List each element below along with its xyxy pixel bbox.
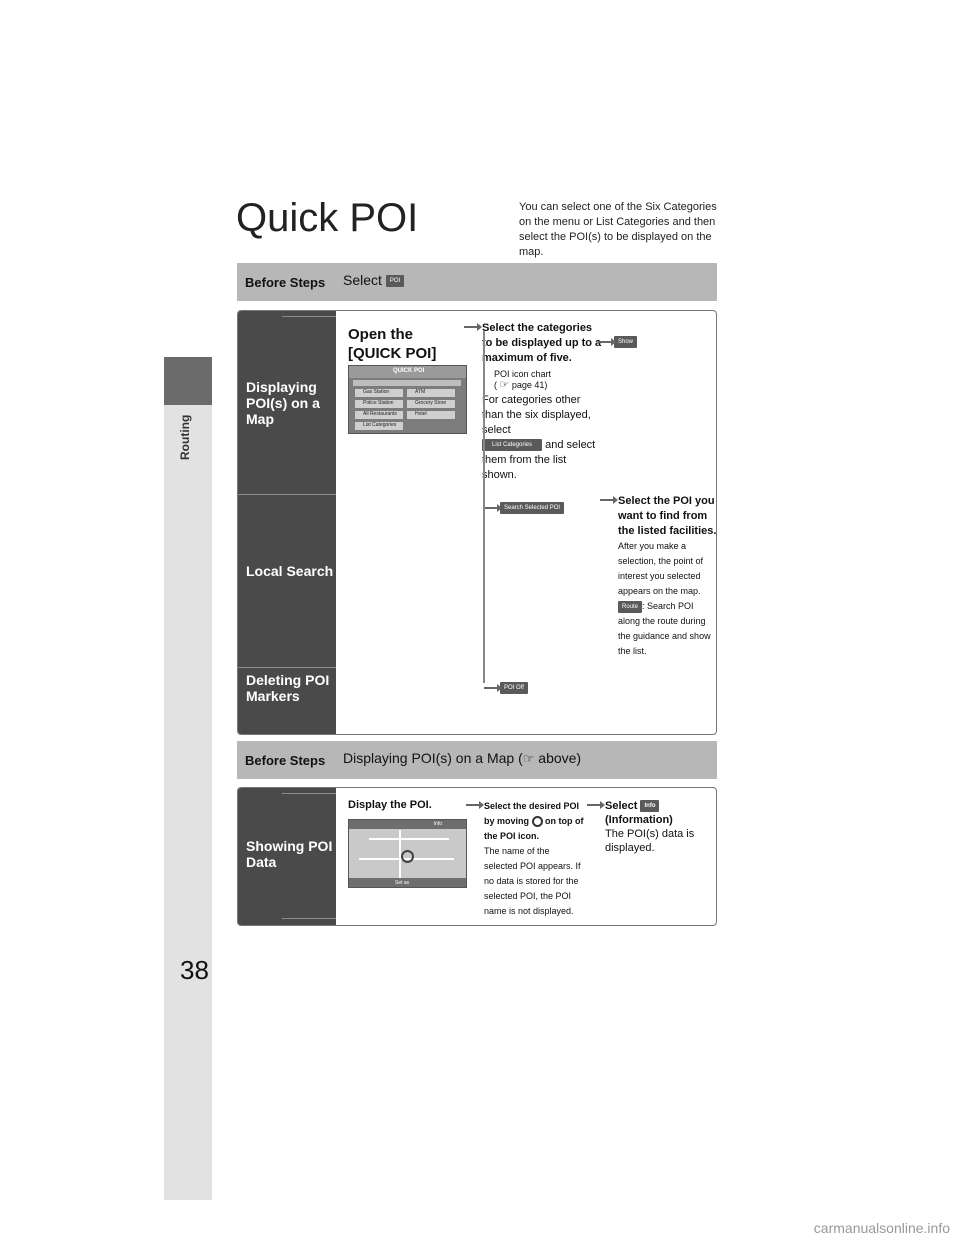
section-displaying: Displaying POI(s) on a Map — [246, 379, 320, 427]
search-selected-step: Search Selected POI — [484, 499, 565, 517]
quick-poi-screenshot: QUICK POI Gas Station ATM Police Station… — [348, 365, 467, 434]
select-poi-text: Select the POI you want to find from the… — [618, 495, 717, 537]
search-selected-button-icon: Search Selected POI — [500, 501, 565, 514]
show-step: Show — [598, 333, 638, 351]
cursor-icon — [401, 850, 414, 863]
select-info-step: Select Info (Information) The POI(s) dat… — [587, 799, 705, 855]
poi-data-displayed-text: The POI(s) data is displayed. — [605, 828, 695, 854]
poi-off-button-icon: POI Off — [500, 681, 528, 694]
screen-set-as-label: Set as — [395, 880, 410, 886]
screen-item: Police Station — [355, 400, 403, 408]
local-note: After you make a selection, the point of… — [618, 541, 704, 596]
show-poi-data-panel: Showing POI Data Display the POI. Info S… — [237, 787, 717, 926]
screen-item: Gas Station — [355, 389, 403, 397]
before-steps-text: Select POI — [343, 272, 405, 288]
screen-item: Grocery Store — [407, 400, 455, 408]
show-button-icon: Show — [614, 335, 638, 348]
section-showing-poi-data: Showing POI Data — [246, 838, 333, 870]
before-steps-text-2: Displaying POI(s) on a Map (☞ above) — [343, 750, 582, 766]
before-steps-bar: Before Steps Select POI — [237, 263, 717, 301]
section-column — [238, 311, 336, 734]
section-column-2 — [238, 788, 336, 925]
poi-off-step: POI Off — [484, 679, 528, 697]
screen-item: Hotel — [407, 411, 455, 419]
page-title: Quick POI — [236, 196, 419, 240]
display-poi-title: Display the POI. — [348, 799, 432, 811]
select-categories-text: Select the categories to be displayed up… — [482, 322, 602, 364]
select-desired-poi-note: The name of the selected POI appears. If… — [484, 846, 581, 916]
screen-info-label: Info — [433, 821, 442, 827]
route-note: Route: Search POI along the route during… — [618, 600, 711, 656]
select-categories-step: Select the categories to be displayed up… — [464, 321, 602, 483]
other-categories-text: For categories other than the six displa… — [482, 394, 596, 481]
information-label: (Information) — [605, 814, 673, 826]
section-local-search: Local Search — [246, 563, 334, 579]
screen-item: List Categories — [355, 422, 403, 430]
screen-title: QUICK POI — [393, 368, 425, 374]
side-label: Routing — [178, 414, 192, 460]
section-deleting: Deleting POI Markers — [246, 672, 330, 704]
poi-button-icon: POI — [385, 275, 405, 288]
info-button-icon: Info — [640, 800, 660, 813]
section-strip — [164, 405, 212, 1200]
divider — [238, 667, 336, 668]
before-steps-bar-2: Before Steps Displaying POI(s) on a Map … — [237, 741, 717, 779]
page-number: 38 — [180, 955, 209, 985]
poi-steps-panel: Displaying POI(s) on a Map Local Search … — [237, 310, 717, 735]
map-screenshot: Info Set as — [348, 819, 467, 888]
screen-item: All Restaurants — [355, 411, 403, 419]
poi-chart-ref: POI icon chart( ☞ page 41) — [494, 369, 552, 391]
divider — [238, 494, 336, 495]
select-desired-poi-step: Select the desired POI by moving on top … — [466, 799, 584, 919]
intro-text: You can select one of the Six Categories… — [519, 201, 717, 258]
before-steps-label: Before Steps — [245, 275, 326, 290]
open-quick-poi-title: Open the [QUICK POI] — [348, 326, 437, 362]
watermark: carmanualsonline.info — [813, 1220, 950, 1236]
cursor-icon — [531, 816, 543, 828]
local-search-result-step: Select the POI you want to find from the… — [600, 494, 717, 659]
route-button-icon: Route — [618, 600, 643, 613]
divider — [282, 316, 336, 317]
section-tab — [164, 357, 212, 405]
connector-line — [483, 331, 485, 683]
list-categories-button-icon: List Categories — [482, 439, 543, 452]
divider — [282, 918, 336, 919]
screen-item: ATM — [407, 389, 455, 397]
divider — [282, 793, 336, 794]
before-steps-label-2: Before Steps — [245, 753, 326, 768]
